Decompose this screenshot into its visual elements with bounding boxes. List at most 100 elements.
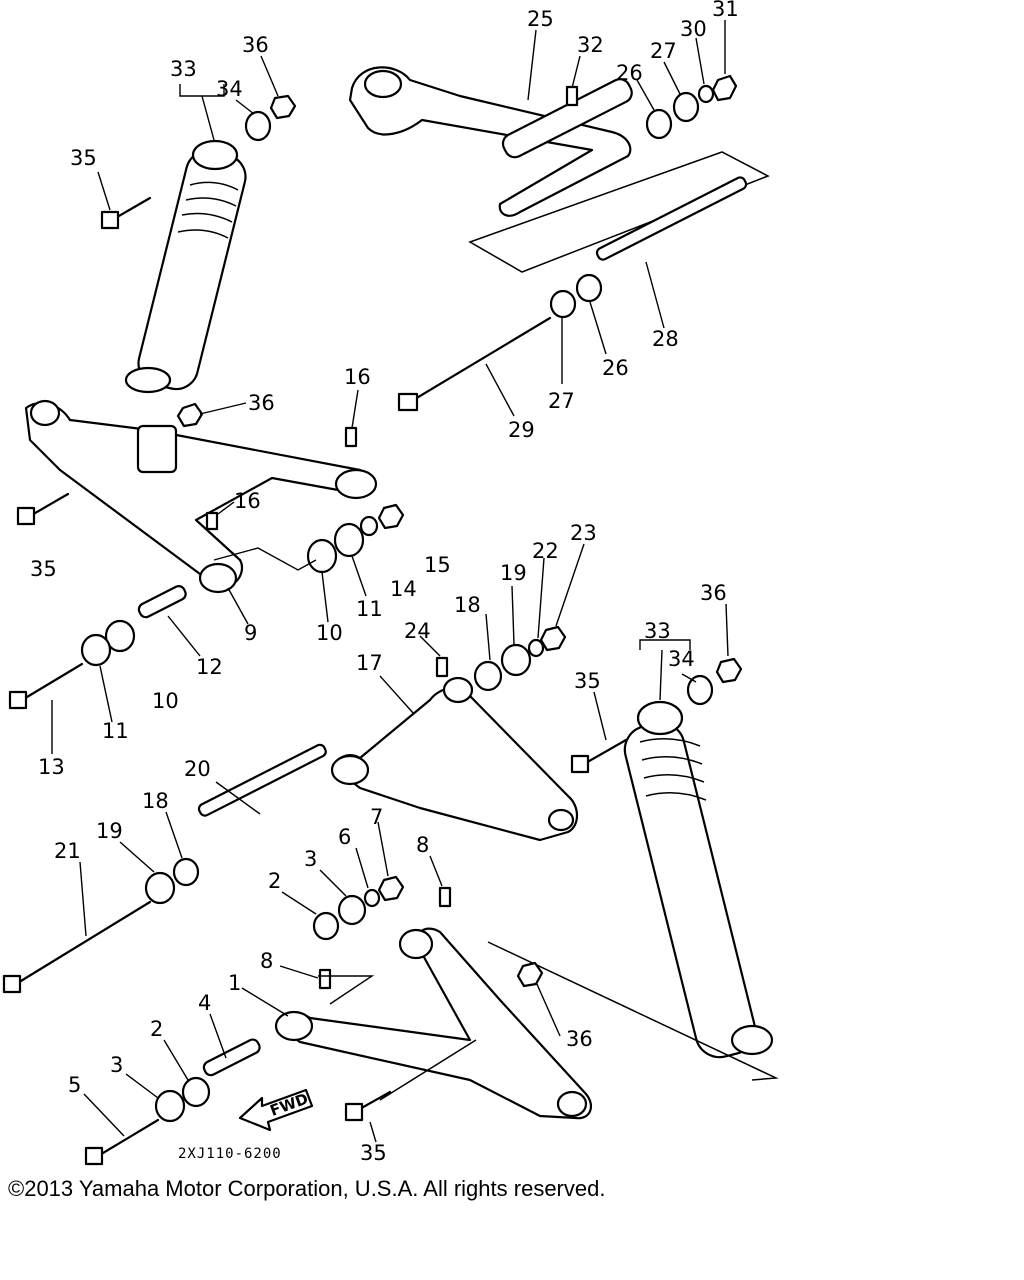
seal-27-lower (549, 289, 577, 319)
callout-2-left: 2 (150, 1017, 163, 1041)
callout-35-lower-arm: 35 (360, 1141, 387, 1165)
callout-23: 23 (570, 521, 597, 545)
callout-33: 33 (170, 57, 197, 81)
seal-11-left (80, 633, 112, 667)
collar-10-left (104, 619, 136, 653)
callout-22: 22 (532, 539, 559, 563)
washer-14 (359, 515, 379, 537)
callout-36-lower-shock: 36 (700, 581, 727, 605)
callout-36-middle: 36 (248, 391, 275, 415)
collar-26-lower (575, 273, 603, 303)
middle-arm-assembly (8, 399, 405, 710)
drawing-code: 2XJ110-6200 (178, 1146, 282, 1162)
callout-15: 15 (424, 553, 451, 577)
bolt-35-lower-arm-head (344, 1102, 364, 1122)
upper-front-arm-assembly (2, 625, 579, 994)
washer-22 (527, 638, 545, 658)
shaft-12 (137, 585, 187, 619)
arm-17-ball-joint (547, 808, 575, 832)
bolt-35-lower-shock-shank (582, 738, 628, 766)
arm-25-pivot-tube (501, 78, 633, 159)
fwd-arrow-shape (238, 1088, 314, 1132)
grease-nipple-8a (438, 886, 452, 908)
callout-21: 21 (54, 839, 81, 863)
bolt-13-head (8, 690, 28, 710)
collar-10-right (306, 538, 338, 574)
upper-arm-top-assembly (348, 66, 770, 412)
nut-36-middle (176, 402, 204, 428)
arm-17-rear-eye (330, 754, 370, 786)
nut-36-lower-arm (516, 961, 544, 988)
callout-35: 35 (70, 146, 97, 170)
shock-33b-bottom-eye (730, 1024, 774, 1056)
grease-nipple-16a (344, 426, 358, 448)
arm-17-front-eye (442, 676, 474, 704)
arm-1-ball-joint (556, 1090, 588, 1118)
collar-26-top (645, 108, 673, 140)
arm-25-bushing-eye (363, 69, 403, 99)
washer-30 (697, 84, 715, 104)
seal-27-top (672, 91, 700, 123)
callout-6: 6 (338, 825, 351, 849)
callout-36: 36 (242, 33, 269, 57)
callout-29: 29 (508, 418, 535, 442)
callout-31: 31 (712, 0, 739, 21)
grease-nipple-8b (318, 968, 332, 990)
collar-18-right (473, 660, 503, 692)
callout-27-lower: 27 (548, 389, 575, 413)
callout-11-left: 11 (102, 719, 129, 743)
lower-front-arm-assembly (84, 875, 593, 1166)
copyright-notice: ©2013 Yamaha Motor Corporation, U.S.A. A… (8, 1176, 606, 1201)
seal-3-right (337, 894, 367, 926)
callout-27: 27 (650, 39, 677, 63)
bushing-34-top (244, 110, 272, 142)
callout-11: 11 (356, 597, 383, 621)
callout-10: 10 (316, 621, 343, 645)
callout-1: 1 (228, 971, 241, 995)
callout-14: 14 (390, 577, 417, 601)
shaft-plane-outline (468, 151, 770, 273)
shock-33b-body (623, 721, 757, 1059)
callout-24: 24 (404, 619, 431, 643)
seal-19-left (144, 871, 176, 905)
callout-25: 25 (527, 7, 554, 31)
bolt-29-head (397, 392, 419, 412)
callout-26-lower: 26 (602, 356, 629, 380)
callout-36-lower-arm: 36 (566, 1027, 593, 1051)
seal-3-left (154, 1089, 186, 1123)
bushing-34-lower (686, 674, 714, 706)
grease-nipple-32 (565, 85, 579, 107)
arm-1-front-eye (398, 928, 434, 960)
callout-3: 3 (304, 847, 317, 871)
callout-32: 32 (577, 33, 604, 57)
callout-10-left: 10 (152, 689, 179, 713)
upper-shock-absorber (100, 94, 297, 394)
callout-35-middle: 35 (30, 557, 57, 581)
grease-nipple-24 (435, 656, 449, 678)
seal-11-right (333, 522, 365, 558)
callout-17: 17 (356, 651, 383, 675)
callout-3-left: 3 (110, 1053, 123, 1077)
bolt-35-lower-shock-head (570, 754, 590, 774)
seal-19-right (500, 643, 532, 677)
bolt-35-middle-head (16, 506, 36, 526)
bolt-5-shank (96, 1118, 160, 1158)
callout-33-lower: 33 (644, 619, 671, 643)
callout-30: 30 (680, 17, 707, 41)
shock-33-bottom-eye (124, 366, 172, 394)
lower-shock-absorber (487, 657, 779, 1081)
callout-35-lower-shock: 35 (574, 669, 601, 693)
callout-34-lower: 34 (668, 647, 695, 671)
bolt-5-head (84, 1146, 104, 1166)
shock-33b-spring (639, 738, 707, 801)
shaft-28 (595, 176, 748, 261)
shaft-20 (197, 743, 327, 817)
callout-16-lower: 16 (234, 489, 261, 513)
callout-7: 7 (370, 805, 383, 829)
nut-15 (377, 503, 405, 530)
callout-13: 13 (38, 755, 65, 779)
shock-33-top-eye (191, 139, 239, 171)
callout-20: 20 (184, 757, 211, 781)
callout-18-left: 18 (142, 789, 169, 813)
bolt-35-top-head (100, 210, 120, 230)
